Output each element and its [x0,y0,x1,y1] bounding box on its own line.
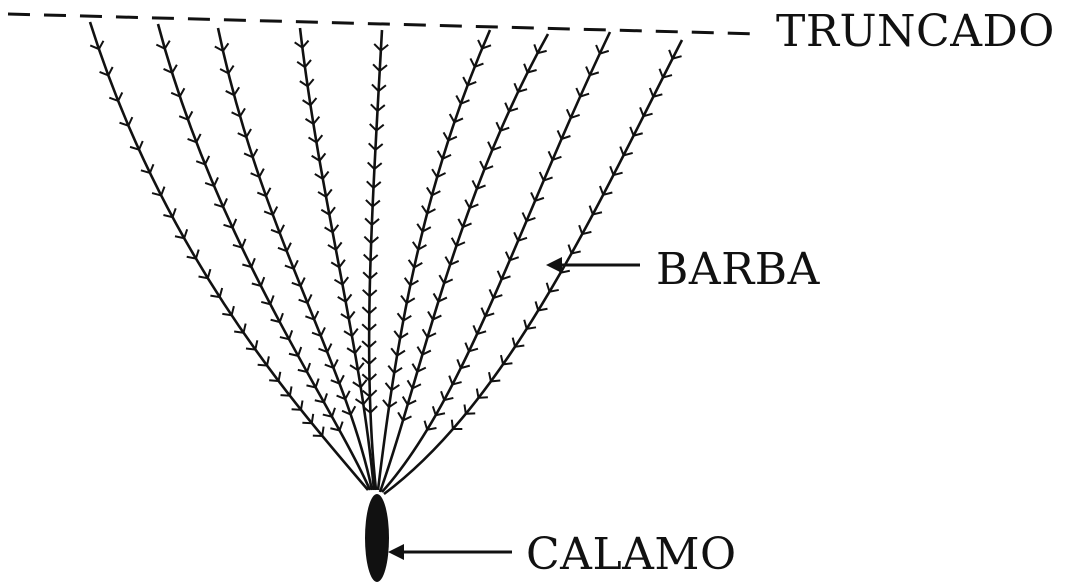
barb-6 [378,30,490,490]
calamus-shape [365,494,389,582]
calamo-label: CALAMO [526,533,737,577]
barba-arrow [546,257,640,273]
barb-3 [218,28,372,490]
barba-label: BARBA [656,248,820,292]
barbs-group [90,22,682,494]
truncation-dashed-line [8,14,760,34]
calamo-arrow [388,544,512,560]
truncado-label: TRUNCADO [776,10,1055,54]
